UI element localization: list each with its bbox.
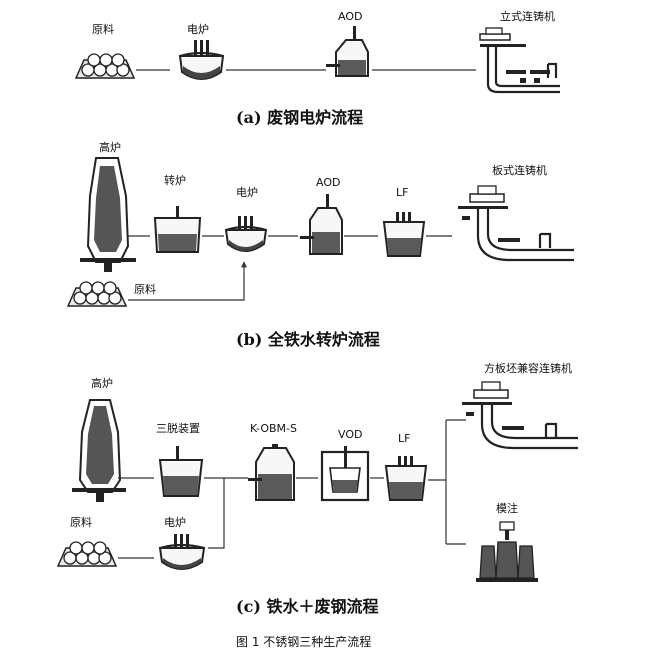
blast-furnace-icon (72, 399, 126, 502)
caption-c: (c) 铁水＋废钢流程 (236, 597, 378, 616)
electric-furnace-icon (224, 216, 268, 252)
raw-material-pile-icon (74, 53, 136, 79)
process-c: 高炉 三脱装置 K-OBM-S VOD (56, 361, 578, 616)
label-vertical-caster: 立式连铸机 (500, 9, 555, 23)
label-raw-material-b: 原料 (134, 282, 156, 296)
label-triple-removal: 三脱装置 (156, 421, 200, 435)
raw-material-pile-icon (56, 541, 118, 567)
vod-vessel-icon (320, 446, 370, 502)
label-k-obm-s: K-OBM-S (250, 422, 297, 435)
label-electric-furnace-b: 电炉 (236, 186, 258, 199)
flow-arrow (208, 478, 225, 549)
label-aod-b: AOD (316, 176, 340, 189)
vertical-caster-icon (479, 27, 560, 94)
process-a: 原料 电炉 AOD 立式连铸 (74, 9, 560, 127)
combined-caster-icon (462, 381, 578, 450)
figure-caption: 图 1 不锈钢三种生产流程 (236, 634, 371, 649)
raw-material-pile-icon (66, 281, 128, 307)
caption-a: (a) 废钢电炉流程 (236, 108, 363, 127)
label-blast-furnace-c: 高炉 (91, 376, 113, 390)
lf-ladle-icon (384, 456, 428, 501)
label-converter-b: 转炉 (164, 173, 186, 187)
label-lf-b: LF (396, 186, 408, 199)
electric-furnace-icon (158, 534, 206, 570)
label-lf-c: LF (398, 432, 410, 445)
label-raw-material-a: 原料 (92, 22, 114, 36)
label-combined-caster: 方板坯兼容连铸机 (484, 361, 572, 375)
aod-converter-icon (326, 26, 369, 77)
label-electric-furnace-c: 电炉 (164, 516, 186, 529)
label-ingot-casting: 模注 (496, 501, 518, 515)
aod-converter-icon (300, 194, 343, 255)
ingot-mold-icon (476, 521, 538, 582)
electric-furnace-icon (178, 40, 225, 80)
slab-caster-icon (458, 185, 574, 262)
process-b: 高炉 转炉 电炉 AOD (66, 140, 574, 349)
label-raw-material-c: 原料 (70, 515, 92, 529)
k-obm-s-converter-icon (248, 444, 295, 501)
flow-arrow (128, 261, 247, 301)
converter-icon (153, 206, 202, 253)
label-vod: VOD (338, 428, 362, 441)
blast-furnace-icon (80, 157, 136, 272)
lf-ladle-icon (382, 212, 426, 257)
label-blast-furnace-b: 高炉 (99, 140, 121, 154)
label-slab-caster: 板式连铸机 (492, 163, 547, 177)
label-aod-a: AOD (338, 10, 362, 23)
pretreatment-ladle-icon (158, 446, 204, 497)
caption-b: (b) 全铁水转炉流程 (236, 330, 380, 349)
label-electric-furnace-a: 电炉 (187, 23, 209, 36)
